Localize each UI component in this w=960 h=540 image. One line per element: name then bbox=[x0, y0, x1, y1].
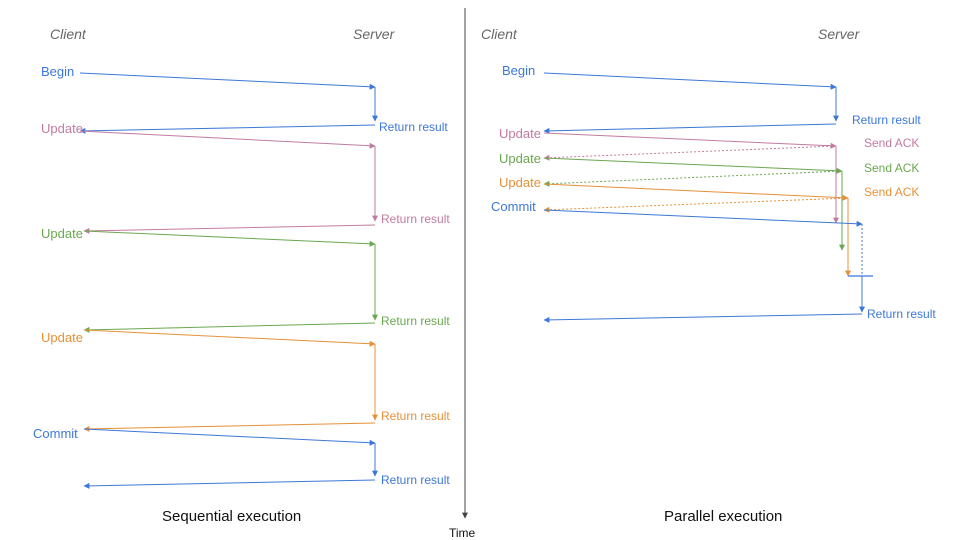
par-ack-label: Send ACK bbox=[864, 185, 919, 199]
par-ack-label: Send ACK bbox=[864, 136, 919, 150]
par-result-label: Return result bbox=[867, 307, 936, 321]
seq-request-arrow bbox=[79, 130, 376, 149]
par-op-label: Commit bbox=[491, 199, 536, 214]
seq-op-commit: Commit Return result bbox=[33, 426, 450, 489]
sequential-panel: Client Server Sequential execution Begin… bbox=[33, 26, 450, 525]
seq-op-label: Update bbox=[41, 121, 83, 136]
seq-client-header: Client bbox=[50, 26, 87, 42]
par-response-arrow bbox=[543, 123, 837, 134]
par-op-update-2: Update Send ACK bbox=[499, 151, 919, 251]
par-op-update-3: Update Send ACK bbox=[499, 175, 919, 277]
par-response-arrow bbox=[543, 313, 863, 323]
seq-op-label: Commit bbox=[33, 426, 78, 441]
par-request-arrow bbox=[543, 183, 849, 201]
par-op-label: Update bbox=[499, 175, 541, 190]
par-op-commit: Commit Return result bbox=[491, 199, 936, 323]
par-request-arrow bbox=[543, 157, 843, 174]
par-request-arrow bbox=[543, 72, 837, 90]
par-ack-arrow bbox=[543, 170, 843, 187]
seq-request-arrow bbox=[83, 230, 376, 247]
seq-server-header: Server bbox=[353, 26, 396, 42]
seq-response-arrow bbox=[83, 479, 376, 489]
seq-result-label: Return result bbox=[379, 120, 448, 134]
par-ack-arrow bbox=[543, 145, 837, 161]
par-client-header: Client bbox=[481, 26, 518, 42]
par-op-label: Update bbox=[499, 126, 541, 141]
seq-result-label: Return result bbox=[381, 473, 450, 487]
seq-request-arrow bbox=[83, 329, 376, 347]
par-op-label: Begin bbox=[502, 63, 535, 78]
par-op-update-1: Update Send ACK bbox=[499, 126, 919, 224]
time-axis-label: Time bbox=[449, 526, 476, 540]
seq-request-arrow bbox=[79, 72, 376, 90]
seq-op-update-3: Update Return result bbox=[41, 329, 450, 432]
seq-op-label: Update bbox=[41, 330, 83, 345]
par-server-header: Server bbox=[818, 26, 861, 42]
par-request-arrow bbox=[543, 132, 837, 149]
seq-caption: Sequential execution bbox=[162, 508, 301, 525]
seq-op-update-1: Update Return result bbox=[41, 121, 450, 234]
par-op-label: Update bbox=[499, 151, 541, 166]
seq-result-label: Return result bbox=[381, 409, 450, 423]
par-result-label: Return result bbox=[852, 113, 921, 127]
seq-response-arrow bbox=[83, 224, 376, 234]
par-request-arrow bbox=[543, 209, 863, 227]
parallel-panel: Client Server Parallel execution Begin R… bbox=[481, 26, 936, 525]
seq-request-arrow bbox=[83, 428, 376, 446]
seq-result-label: Return result bbox=[381, 212, 450, 226]
par-op-begin: Begin Return result bbox=[502, 63, 921, 134]
par-caption: Parallel execution bbox=[664, 508, 782, 525]
seq-op-begin: Begin Return result bbox=[41, 64, 448, 134]
seq-result-label: Return result bbox=[381, 314, 450, 328]
seq-op-update-2: Update Return result bbox=[41, 226, 450, 333]
par-ack-label: Send ACK bbox=[864, 161, 919, 175]
seq-response-arrow bbox=[83, 422, 376, 432]
seq-response-arrow bbox=[83, 322, 376, 333]
seq-op-label: Begin bbox=[41, 64, 74, 79]
seq-op-label: Update bbox=[41, 226, 83, 241]
seq-response-arrow bbox=[79, 124, 376, 134]
par-ack-arrow bbox=[543, 197, 849, 213]
